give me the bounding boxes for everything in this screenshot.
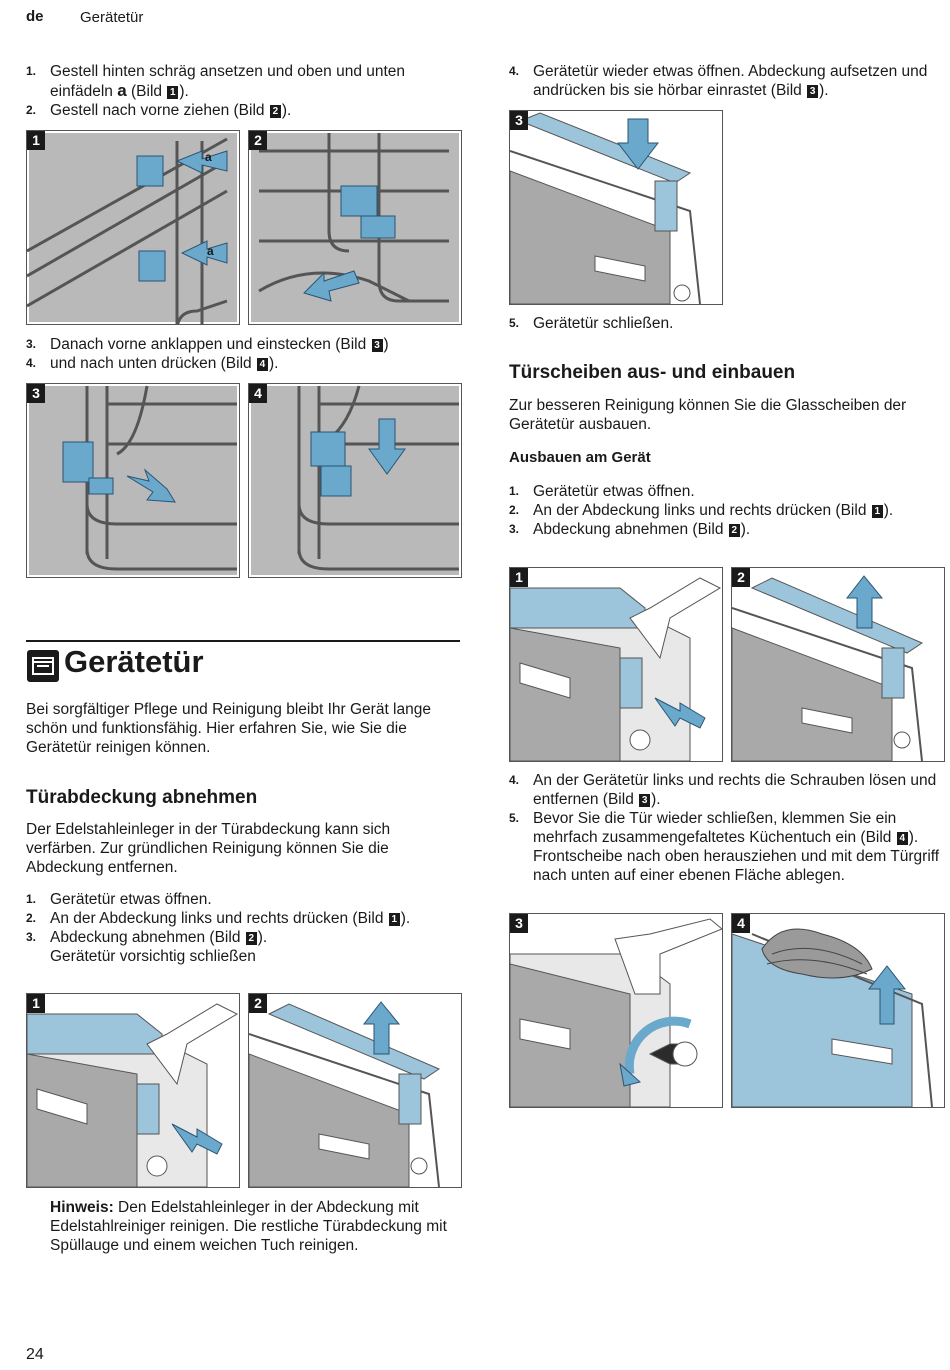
figure-ref-badge: 3 [807, 85, 819, 98]
steps-d: 1. Gerätetür etwas öffnen. 2. An der Abd… [509, 482, 945, 539]
subsection-intro: Zur besseren Reinigung können Sie die Gl… [509, 397, 907, 433]
running-header-title: Gerätetür [80, 9, 144, 26]
figure-label: 1 [510, 568, 528, 587]
figure-ref-badge: 4 [896, 832, 908, 845]
rack-figure-1: 1 a a [26, 130, 240, 325]
step-item: 1. Gerätetür etwas öffnen. [26, 891, 212, 908]
steps-c: 1. Gerätetür etwas öffnen. 2. An der Abd… [26, 890, 462, 966]
subsection-title: Türabdeckung abnehmen [26, 787, 258, 808]
rack-illustration [29, 385, 237, 575]
figure-label: 4 [732, 914, 750, 933]
door-section-icon [27, 650, 59, 682]
figure-ref-badge: 2 [728, 524, 740, 537]
step-item: 5. Gerätetür schließen. [509, 315, 674, 332]
steps-e: 4. An der Gerätetür links und rechts die… [509, 771, 945, 885]
note-label: Hinweis: [50, 1199, 114, 1216]
door-illustration [27, 1003, 239, 1187]
door-illustration [510, 577, 722, 761]
figure-ref-badge: 3 [639, 794, 651, 807]
door-illustration [510, 112, 701, 304]
step-item: 4. Gerätetür wieder etwas öffnen. Abdeck… [509, 63, 928, 99]
step-item: 1. Gestell hinten schräg ansetzen und ob… [26, 63, 406, 100]
figure-ref-badge: 2 [245, 932, 257, 945]
door-figure-5: 3 [509, 913, 723, 1108]
step-item: 3. Abdeckung abnehmen (Bild 2). [509, 521, 751, 538]
figure-label: 4 [249, 384, 267, 403]
step-item: 1. Gerätetür etwas öffnen. [509, 483, 695, 500]
figure-label: 3 [510, 111, 528, 130]
language-code: de [26, 8, 44, 25]
step-item: 4. und nach unten drücken (Bild 4). [26, 355, 279, 372]
step-item: 2. An der Abdeckung links und rechts drü… [26, 910, 411, 927]
rack-illustration [251, 385, 459, 575]
door-figure-3: 1 [509, 567, 723, 762]
rack-figure-3: 3 [26, 383, 240, 578]
figure-label: 2 [732, 568, 750, 587]
note-text: Den Edelstahleinleger in der Abdeckung m… [50, 1199, 447, 1254]
rack-illustration: a a [27, 133, 237, 324]
part-letter-a: a [207, 244, 214, 258]
figure-ref-badge: 4 [256, 358, 268, 371]
steps-b: 3. Danach vorne anklappen und einstecken… [26, 335, 462, 373]
step-item: 3. Abdeckung abnehmen (Bild 2). Gerätetü… [26, 929, 268, 965]
rack-figure-2: 2 [248, 130, 462, 325]
figure-label: 3 [27, 384, 45, 403]
rack-illustration [251, 133, 459, 322]
section-intro: Bei sorgfältiger Pflege und Reinigung bl… [26, 701, 431, 756]
minor-title: Ausbauen am Gerät [509, 449, 651, 466]
figure-label: 2 [249, 131, 267, 150]
figure-ref-badge: 1 [871, 505, 883, 518]
door-illustration [510, 918, 722, 1107]
door-illustration [732, 928, 933, 1107]
step-item: 5. Bevor Sie die Tür wieder schließen, k… [509, 810, 940, 884]
rack-figure-4: 4 [248, 383, 462, 578]
door-illustration [249, 1001, 441, 1187]
figure-label: 2 [249, 994, 267, 1013]
part-letter-a: a [205, 150, 212, 164]
figure-ref-badge: 1 [167, 86, 179, 99]
step-5-block: 5. Gerätetür schließen. [509, 314, 945, 333]
door-illustration [732, 575, 924, 761]
step-item: 2. Gestell nach vorne ziehen (Bild 2). [26, 102, 292, 119]
step-4-block: 4. Gerätetür wieder etwas öffnen. Abdeck… [509, 62, 945, 100]
section-title: Gerätetür [64, 644, 204, 679]
steps-a: 1. Gestell hinten schräg ansetzen und ob… [26, 62, 462, 120]
door-figure-4: 2 [731, 567, 945, 762]
step-item: 2. An der Abdeckung links und rechts drü… [509, 502, 894, 519]
figure-ref-badge: 2 [269, 105, 281, 118]
cover-figure-3: 3 [509, 110, 723, 305]
figure-label: 3 [510, 914, 528, 933]
door-figure-1: 1 [26, 993, 240, 1188]
section-heading: Gerätetür [26, 640, 460, 686]
page-number: 24 [26, 1346, 44, 1363]
figure-ref-badge: 3 [371, 339, 383, 352]
subsection-intro: Der Edelstahleinleger in der Türabdeckun… [26, 821, 391, 876]
figure-label: 1 [27, 994, 45, 1013]
door-figure-2: 2 [248, 993, 462, 1188]
note-block: Hinweis: Den Edelstahleinleger in der Ab… [50, 1198, 460, 1255]
subsection-title: Türscheiben aus- und einbauen [509, 362, 796, 383]
figure-ref-badge: 1 [388, 913, 400, 926]
figure-label: 1 [27, 131, 45, 150]
step-item: 4. An der Gerätetür links und rechts die… [509, 772, 937, 808]
step-item: 3. Danach vorne anklappen und einstecken… [26, 336, 389, 353]
door-figure-6: 4 [731, 913, 945, 1108]
